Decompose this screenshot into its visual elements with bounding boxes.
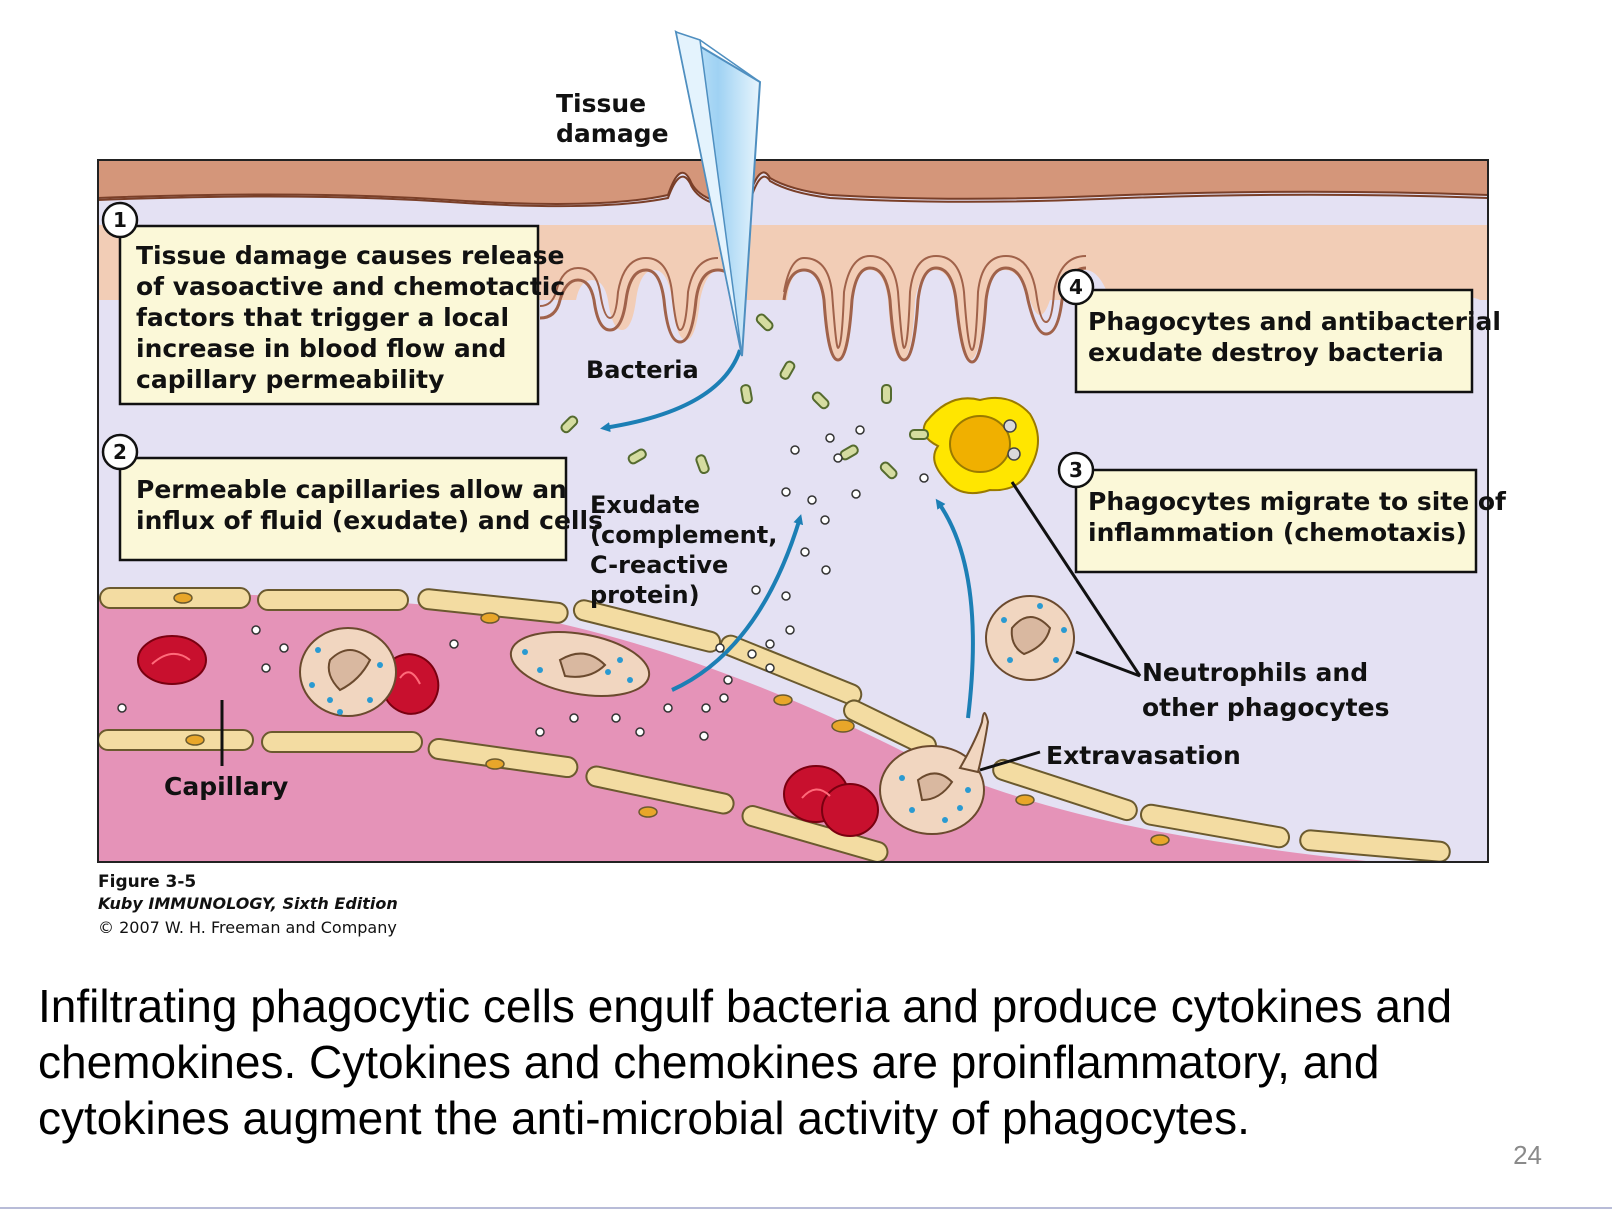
figure-copyright: © 2007 W. H. Freeman and Company bbox=[98, 918, 397, 937]
neutrophil-granules bbox=[1001, 603, 1067, 663]
exudate-label-4: protein) bbox=[590, 581, 700, 609]
step-2-callout: 2 Permeable capillaries allow an influx … bbox=[101, 433, 603, 562]
exudate-dots bbox=[117, 425, 929, 741]
granules bbox=[309, 647, 971, 823]
step-3-number: 3 bbox=[1069, 458, 1083, 482]
neutrophil-pointer-a bbox=[1010, 481, 1142, 677]
extravasation-label: Extravasation bbox=[1046, 741, 1241, 770]
page-number: 24 bbox=[1513, 1140, 1542, 1170]
step-4-callout: 4 Phagocytes and antibacterial exudate d… bbox=[1057, 268, 1501, 394]
inflammation-diagram: Tissue damage Bacteria Exudate (compleme… bbox=[97, 29, 1507, 863]
step-1-line-1: Tissue damage causes release bbox=[136, 241, 565, 270]
step-2-line-2: influx of fluid (exudate) and cells bbox=[136, 506, 603, 535]
neutrophil-pointer-b bbox=[1075, 650, 1141, 678]
glass-shard bbox=[674, 29, 762, 357]
panel-border bbox=[97, 159, 1489, 863]
capillary-label: Capillary bbox=[164, 772, 288, 801]
exudate-label-1: Exudate bbox=[590, 491, 700, 519]
neutrophil-in-tissue bbox=[985, 595, 1075, 681]
rbc-highlights bbox=[151, 653, 831, 799]
slide-body-text: Infiltrating phagocytic cells engulf bac… bbox=[38, 980, 1453, 1144]
exudate-label-3: C-reactive bbox=[590, 551, 728, 579]
step-3-line-2: inflammation (chemotaxis) bbox=[1088, 518, 1467, 547]
step-3-callout: 3 Phagocytes migrate to site of inflamma… bbox=[1057, 451, 1507, 574]
tissue-damage-label-2: damage bbox=[556, 119, 669, 148]
step-4-line-1: Phagocytes and antibacterial bbox=[1088, 307, 1501, 336]
step-2-line-1: Permeable capillaries allow an bbox=[136, 475, 567, 504]
step-1-number: 1 bbox=[113, 208, 127, 232]
endothelium-bottom bbox=[98, 729, 889, 862]
step-4-line-2: exudate destroy bacteria bbox=[1088, 338, 1444, 367]
step-1-line-4: increase in blood flow and bbox=[136, 334, 506, 363]
crypt-outline bbox=[539, 266, 1087, 364]
bacteria-cluster bbox=[560, 313, 929, 480]
neutrophils-label-2: other phagocytes bbox=[1142, 693, 1389, 722]
figure-id: Figure 3-5 bbox=[98, 872, 197, 892]
activated-phagocyte bbox=[922, 396, 1039, 494]
step-1-callout: 1 Tissue damage causes release of vasoac… bbox=[101, 201, 565, 406]
migration-arrows bbox=[600, 349, 975, 719]
figure-source-book: Kuby IMMUNOLOGY, Sixth Edition bbox=[98, 894, 398, 913]
neutrophils-label-1: Neutrophils and bbox=[1142, 658, 1368, 687]
step-4-number: 4 bbox=[1069, 275, 1083, 299]
step-1-line-2: of vasoactive and chemotactic bbox=[136, 272, 565, 301]
step-3-line-1: Phagocytes migrate to site of bbox=[1088, 487, 1507, 516]
crypt-inner-outline bbox=[539, 254, 1087, 352]
step-1-line-3: factors that trigger a local bbox=[136, 303, 509, 332]
step-1-line-5: capillary permeability bbox=[136, 365, 444, 394]
tissue-damage-label: Tissue bbox=[556, 89, 646, 118]
step-2-number: 2 bbox=[113, 440, 127, 464]
exudate-label-2: (complement, bbox=[590, 521, 777, 549]
extravasation-pointer bbox=[979, 750, 1041, 772]
bacteria-label: Bacteria bbox=[586, 356, 699, 384]
footer-rule bbox=[0, 1207, 1612, 1209]
phagocytes-in-capillary bbox=[299, 627, 990, 835]
